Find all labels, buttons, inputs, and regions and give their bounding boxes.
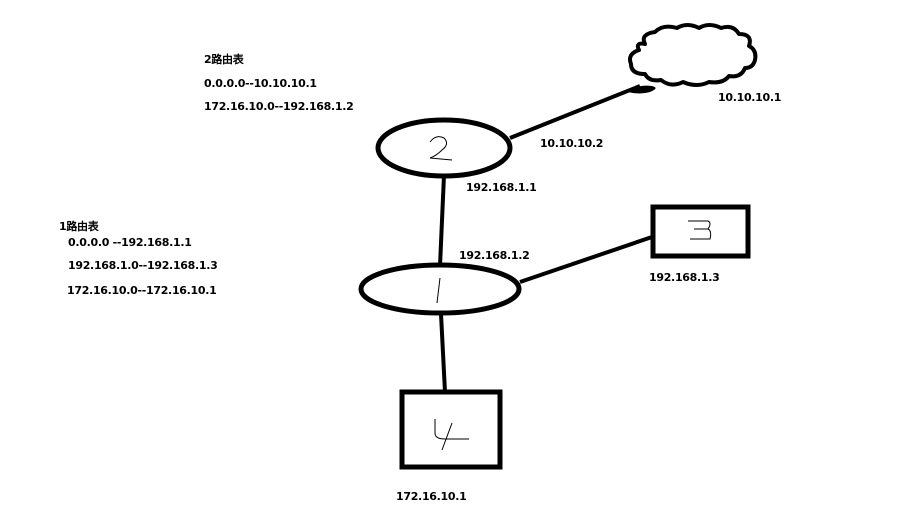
router-2-lan-ip-label: 192.168.1.1	[466, 181, 537, 194]
host-4-box[interactable]	[399, 389, 503, 470]
host-3-box[interactable]	[650, 204, 751, 259]
link-router1-host3	[519, 235, 653, 284]
routing-table-2-title: 2路由表	[204, 53, 244, 66]
link-router1-host4	[439, 313, 447, 393]
routing-table-1-entry: 172.16.10.0--172.16.10.1	[67, 284, 217, 297]
host-3-ip-label: 192.168.1.3	[649, 271, 720, 284]
internet-cloud-icon	[628, 23, 758, 87]
routing-table-1-entry: 0.0.0.0 --192.168.1.1	[68, 236, 192, 249]
link-cloud-connector	[628, 85, 656, 94]
routing-table-2-entry: 0.0.0.0--10.10.10.1	[204, 77, 317, 90]
host-4-label-glyph	[434, 419, 469, 451]
router-1-ellipse[interactable]	[358, 262, 522, 316]
routing-table-1-entry: 192.168.1.0--192.168.1.3	[68, 259, 218, 272]
routing-table-1-title: 1路由表	[59, 220, 99, 233]
host-4-ip-label: 172.16.10.1	[396, 490, 467, 503]
cloud-ip-label: 10.10.10.1	[718, 91, 782, 104]
host-3-label-glyph	[688, 220, 712, 240]
router-1-label-glyph	[436, 277, 441, 304]
routing-table-2-entry: 172.16.10.0--192.168.1.2	[204, 100, 354, 113]
link-router2-router1	[438, 174, 446, 267]
link-router2-cloud	[509, 84, 641, 140]
router-2-wan-ip-label: 10.10.10.2	[540, 137, 604, 150]
router-1-uplink-ip-label: 192.168.1.2	[459, 249, 530, 262]
router-2-label-glyph	[429, 136, 453, 161]
